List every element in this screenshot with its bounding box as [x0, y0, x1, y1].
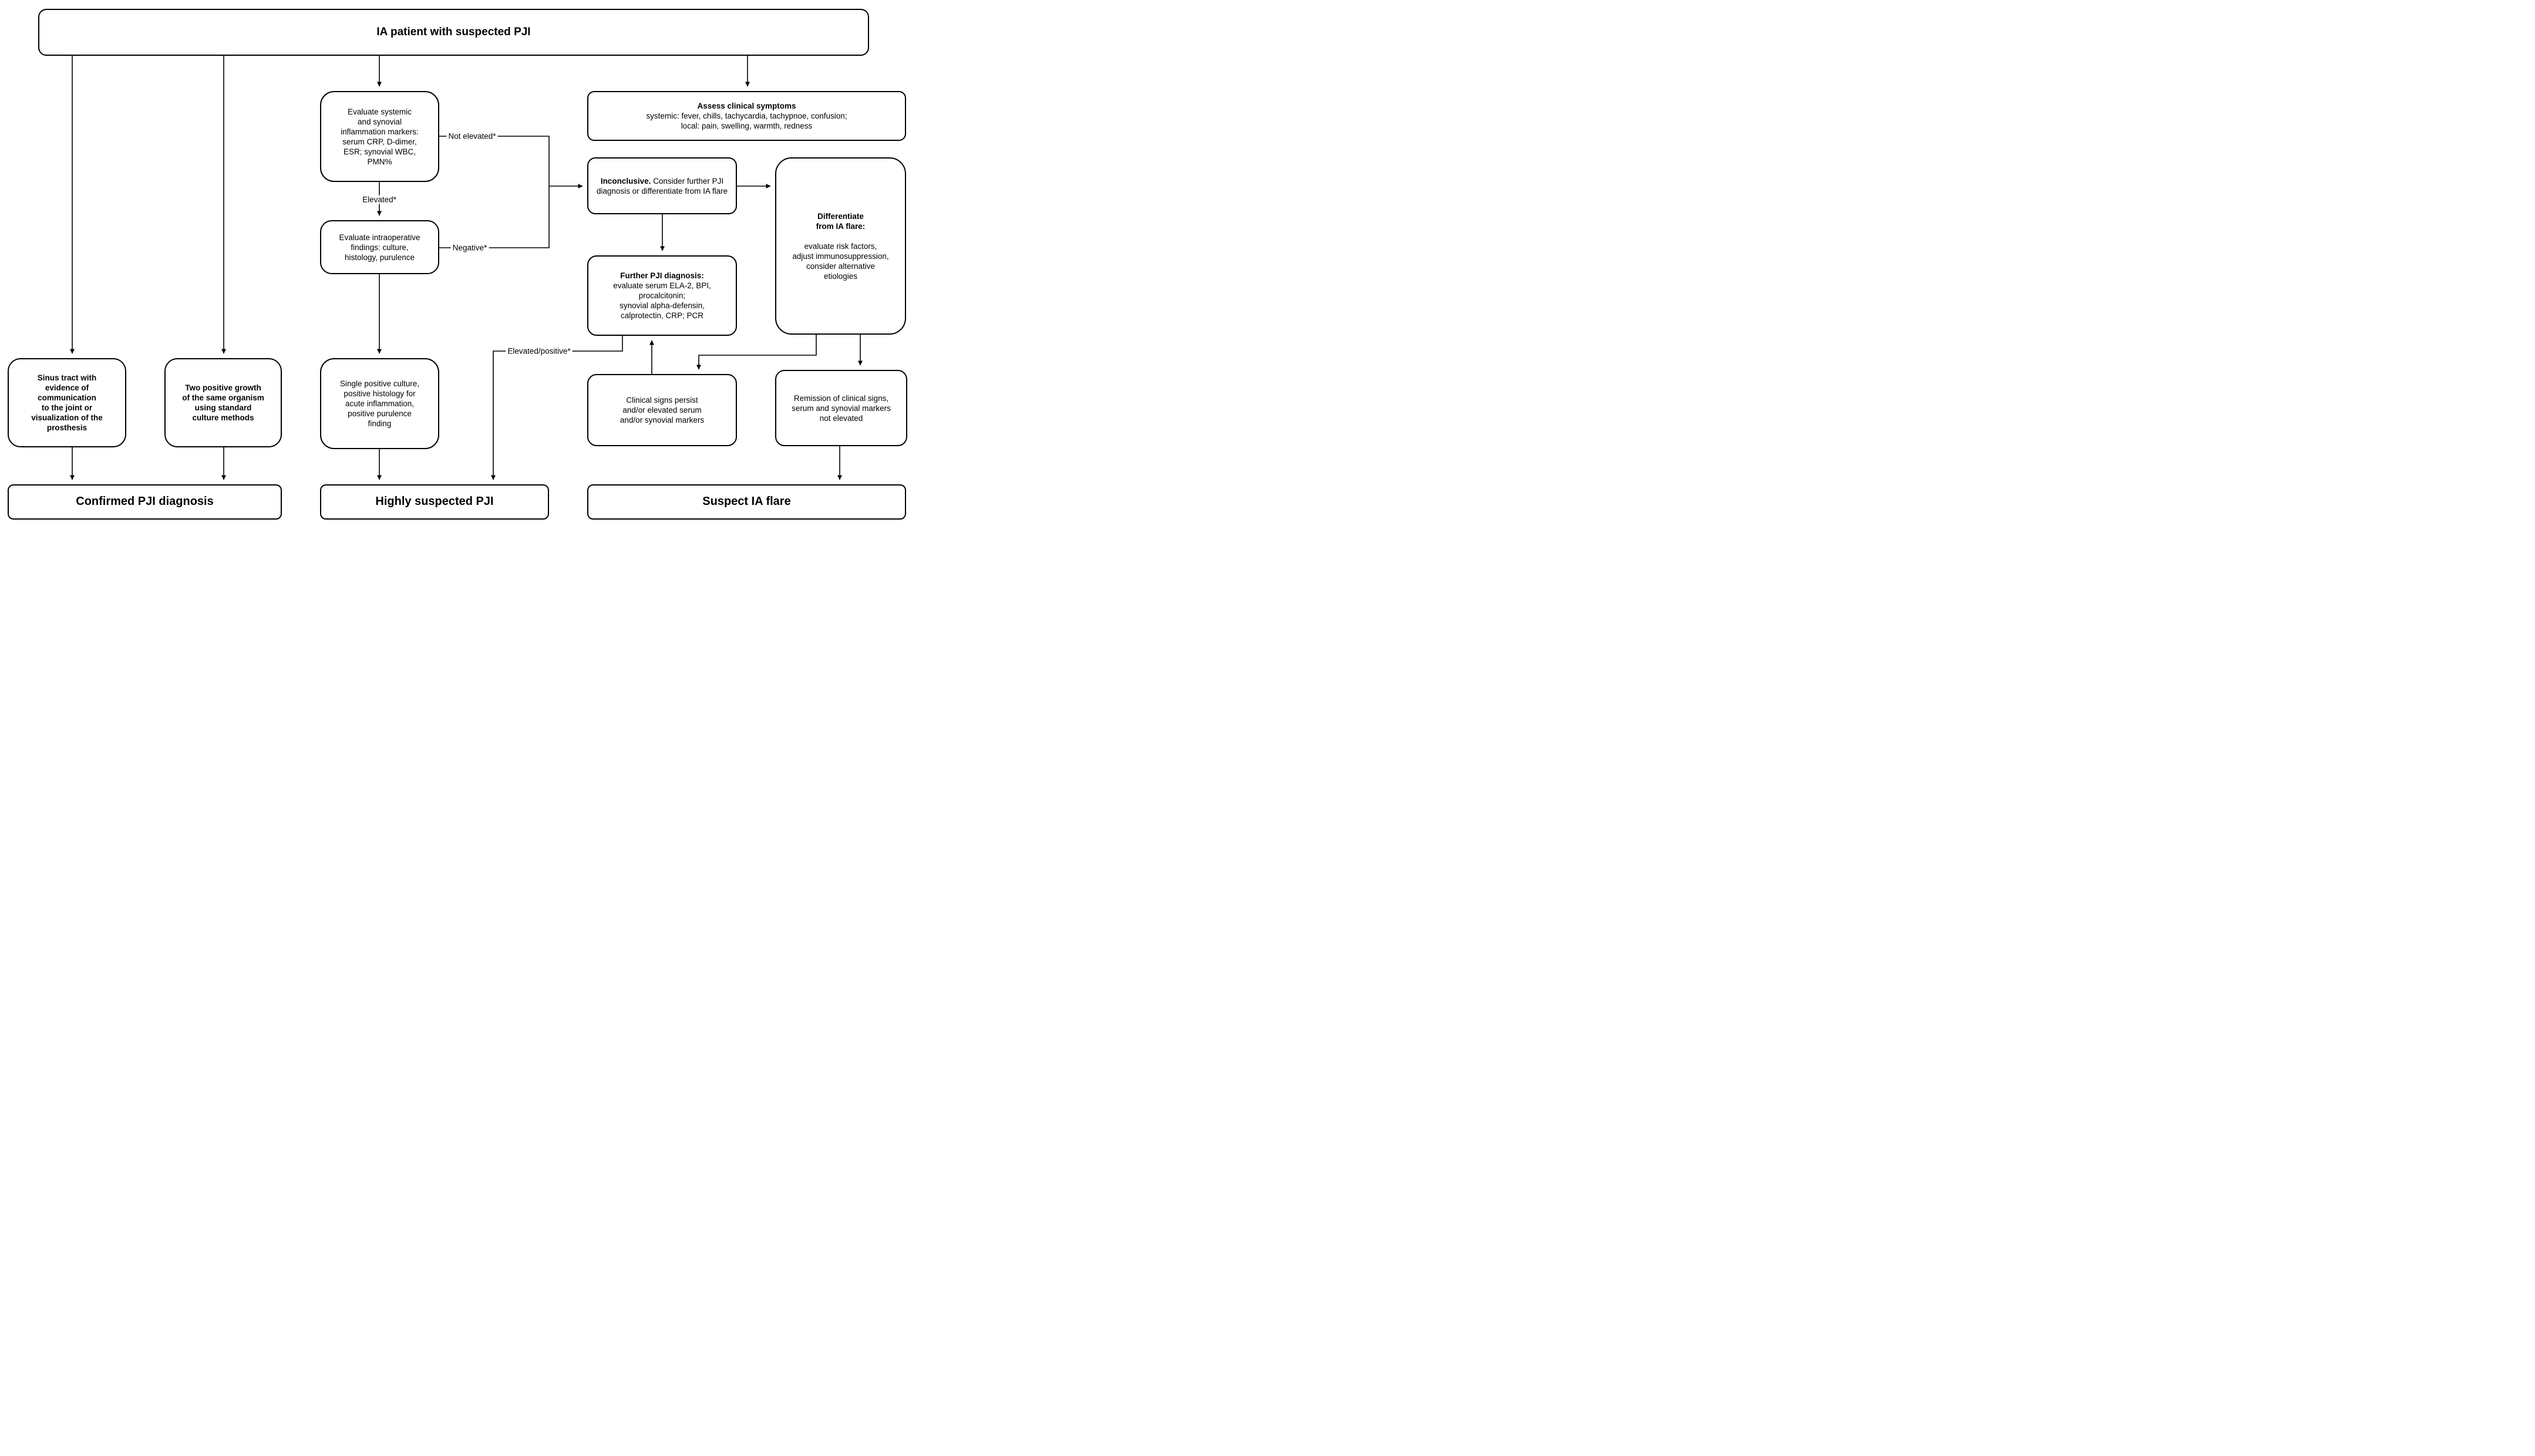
- node-highly-suspected-pji: Highly suspected PJI: [320, 484, 549, 520]
- flowchart-canvas: IA patient with suspected PJI Evaluate s…: [0, 0, 907, 521]
- node-text: Single positive culture,positive histolo…: [339, 379, 420, 428]
- line-not-elevated-negative-junction: [439, 136, 550, 248]
- node-heading: Assess clinical symptoms: [697, 102, 796, 110]
- node-title-text: IA patient with suspected PJI: [376, 26, 531, 39]
- node-text: evaluate risk factors,adjust immunosuppr…: [792, 241, 889, 281]
- node-remission-clinical-signs: Remission of clinical signs,serum and sy…: [775, 370, 907, 446]
- node-title-text: Suspect IA flare: [702, 495, 791, 508]
- node-ia-patient-suspected-pji: IA patient with suspected PJI: [38, 9, 869, 56]
- node-assess-clinical-symptoms: Assess clinical symptoms systemic: fever…: [587, 91, 906, 141]
- node-single-positive-culture: Single positive culture,positive histolo…: [320, 358, 439, 449]
- node-suspect-ia-flare: Suspect IA flare: [587, 484, 906, 520]
- node-rest-text: Consider further PJI diagnosis or differ…: [596, 176, 728, 196]
- edge-label-elevated: Elevated*: [361, 195, 398, 204]
- connector-lines: [70, 56, 863, 480]
- edge-label-not-elevated: Not elevated*: [446, 132, 498, 141]
- node-title-text: Confirmed PJI diagnosis: [76, 495, 214, 508]
- edge-label-elevated-positive: Elevated/positive*: [506, 346, 573, 356]
- node-text: systemic: fever, chills, tachycardia, ta…: [646, 112, 847, 130]
- node-title-text: Highly suspected PJI: [375, 495, 494, 508]
- node-heading: Further PJI diagnosis:: [620, 271, 704, 280]
- node-text: evaluate serum ELA-2, BPI,procalcitonin;…: [613, 281, 711, 320]
- node-text: Inconclusive. Consider further PJI diagn…: [593, 176, 731, 196]
- edge-label-negative: Negative*: [450, 243, 489, 252]
- arrow-differentiate-to-clinical-persist: [696, 335, 817, 370]
- node-heading: Inconclusive.: [600, 176, 651, 186]
- node-text: Remission of clinical signs,serum and sy…: [792, 393, 891, 423]
- node-further-pji-diagnosis: Further PJI diagnosis: evaluate serum EL…: [587, 255, 737, 336]
- node-inconclusive: Inconclusive. Consider further PJI diagn…: [587, 157, 737, 214]
- node-confirmed-pji-diagnosis: Confirmed PJI diagnosis: [8, 484, 282, 520]
